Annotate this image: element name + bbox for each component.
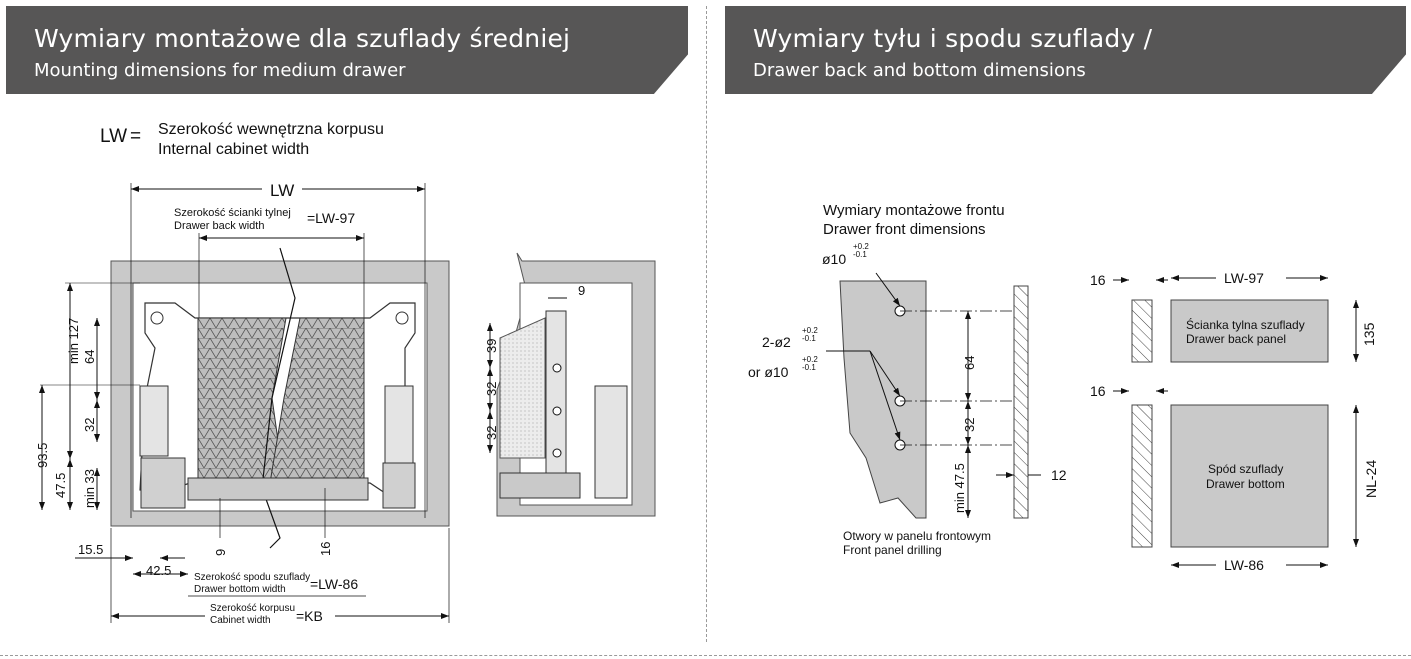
back-panel-section	[1131, 299, 1153, 363]
dim-9: 9	[213, 549, 228, 556]
dim-47-5: 47.5	[53, 473, 68, 498]
front-panel-section	[1013, 285, 1029, 519]
lw-symbol: LW	[100, 126, 127, 147]
or-phi10-tol-dn: -0.1	[802, 363, 816, 372]
lw-equals: =	[130, 126, 141, 147]
right-header-subtitle: Drawer back and bottom dimensions	[753, 60, 1086, 81]
phi10-label: ø10	[822, 251, 846, 267]
dim-93-5: 93.5	[35, 443, 50, 468]
dim-135: 135	[1361, 322, 1377, 346]
phi10-tol-dn: -0.1	[853, 250, 867, 259]
right-header-title: Wymiary tyłu i spodu szuflady /	[753, 24, 1153, 53]
lw-definition-pl: Szerokość wewnętrzna korpusu	[158, 121, 384, 138]
back-width-value: =LW-97	[307, 210, 355, 226]
cabinet-width-pl: Szerokość korpusu	[210, 603, 295, 614]
left-header-title: Wymiary montażowe dla szuflady średniej	[34, 24, 571, 53]
or-phi10-tol-up: +0.2	[802, 355, 818, 364]
front-title-pl: Wymiary montażowe frontu	[823, 202, 1005, 219]
lw-definition-en: Internal cabinet width	[158, 141, 309, 158]
back-bottom-dimensions-diagram: Wymiary montażowe frontu Drawer front di…	[748, 202, 1379, 573]
dim-64: 64	[82, 350, 97, 364]
dim-32-front: 32	[962, 418, 977, 432]
dim-16: 16	[318, 542, 333, 556]
phi2-label: 2-ø2	[762, 334, 791, 350]
dim-lw-97: LW-97	[1224, 270, 1264, 286]
dim-64-front: 64	[962, 356, 977, 370]
bottom-pl: Spód szuflady	[1208, 462, 1283, 476]
phi10-tol-up: +0.2	[853, 242, 869, 251]
dim-lw: LW	[270, 181, 294, 200]
drilling-pl: Otwory w panelu frontowym	[843, 529, 991, 543]
bottom-section	[1131, 404, 1153, 548]
side-dim-32a: 32	[484, 382, 499, 396]
horizontal-divider	[0, 655, 1411, 656]
side-dim-32b: 32	[484, 426, 499, 440]
drawer-bottom-panel	[187, 477, 369, 501]
front-title-en: Drawer front dimensions	[823, 221, 986, 238]
back-width-pl: Szerokość ścianki tylnej	[174, 207, 291, 219]
left-header-subtitle: Mounting dimensions for medium drawer	[34, 60, 406, 81]
dim-15-5: 15.5	[78, 542, 103, 557]
side-dim-9: 9	[578, 283, 585, 298]
bottom-width-value: =LW-86	[310, 576, 358, 592]
front-panel	[839, 280, 927, 519]
dim-12: 12	[1051, 467, 1067, 483]
dim-min-127: min 127	[66, 318, 81, 364]
bottom-width-en: Drawer bottom width	[194, 584, 286, 595]
dim-16-bottom: 16	[1090, 383, 1106, 399]
dim-42-5: 42.5	[146, 563, 171, 578]
cabinet-width-en: Cabinet width	[210, 615, 271, 626]
mounting-dimensions-diagram: LW = Szerokość wewnętrzna korpusu Intern…	[35, 121, 656, 626]
vertical-divider	[706, 6, 707, 642]
right-section-header: Wymiary tyłu i spodu szuflady / Drawer b…	[725, 6, 1406, 94]
back-width-en: Drawer back width	[174, 220, 264, 232]
dim-nl-24: NL-24	[1363, 460, 1379, 498]
dim-lw-86: LW-86	[1224, 557, 1264, 573]
bottom-en: Drawer bottom	[1206, 477, 1285, 491]
drilling-en: Front panel drilling	[843, 543, 942, 557]
cabinet-width-value: =KB	[296, 608, 323, 624]
back-panel-pl: Ścianka tylna szuflady	[1186, 317, 1305, 332]
side-dim-39: 39	[484, 339, 499, 353]
phi2-tol-dn: -0.1	[802, 334, 816, 343]
dim-min-33: min 33	[82, 469, 97, 508]
or-phi10-label: or ø10	[748, 364, 789, 380]
back-panel	[1170, 299, 1329, 363]
dim-16-back: 16	[1090, 272, 1106, 288]
left-section-header: Wymiary montażowe dla szuflady średniej …	[6, 6, 688, 94]
dim-32: 32	[82, 418, 97, 432]
drawer-bottom	[1170, 404, 1329, 548]
bottom-width-pl: Szerokość spodu szuflady	[194, 572, 310, 583]
phi2-tol-up: +0.2	[802, 326, 818, 335]
back-panel-en: Drawer back panel	[1186, 332, 1286, 346]
dim-min-47-5-front: min 47.5	[952, 463, 967, 513]
